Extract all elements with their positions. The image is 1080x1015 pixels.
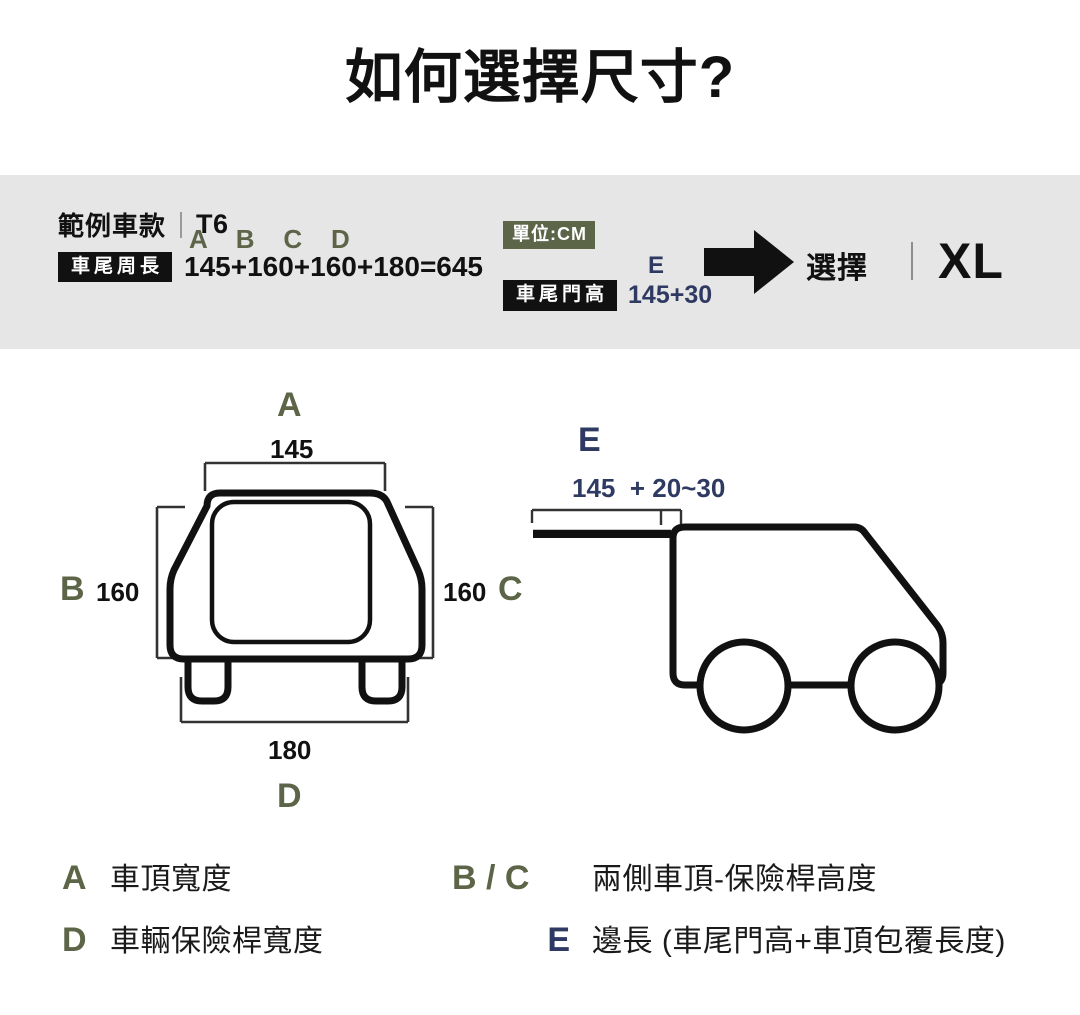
legend-text-d: 車輛保險桿寬度	[110, 925, 324, 958]
recommended-size: XL	[938, 233, 1004, 289]
dim-value-a: 145	[270, 434, 314, 464]
page-title: 如何選擇尺寸?	[344, 45, 736, 110]
legend-text-bc: 兩側車頂-保險桿高度	[592, 863, 877, 896]
tail-door-badge: 車尾門高	[503, 280, 618, 311]
legend-text-e: 邊長 (車尾門高+車頂包覆長度)	[592, 925, 1006, 958]
tail-door-letter: E	[648, 252, 665, 279]
van-rear-view-icon	[155, 461, 435, 724]
legend: A 車頂寬度 D 車輛保險桿寬度 B / C 兩側車頂-保險桿高度 E 邊長 (…	[0, 840, 1080, 980]
legend-key-a: A	[62, 859, 87, 897]
dim-value-c: 160	[443, 577, 487, 607]
dim-value-b: 160	[96, 577, 140, 607]
legend-key-d: D	[62, 921, 87, 959]
model-value: T6	[196, 209, 229, 239]
perimeter-block: A B C D 車尾周長 145+160+160+180=645	[58, 224, 483, 283]
perimeter-equation: 145+160+160+180=645	[184, 251, 484, 282]
dim-letter-d: D	[277, 777, 302, 815]
van-side-view-icon	[530, 508, 947, 734]
perimeter-letters: A B C D	[189, 224, 350, 254]
choose-label: 選擇	[806, 252, 868, 285]
dim-value-e: 145 + 20~30	[572, 473, 726, 503]
dim-letter-a: A	[277, 386, 302, 424]
tail-door-block: 車尾門高 E 145+30	[503, 252, 713, 311]
info-band: 範例車款 T6 A B C D 車尾周長 145+160+160+180=645…	[0, 175, 1080, 349]
legend-text-a: 車頂寬度	[110, 863, 232, 896]
unit-badge-wrap: 單位:CM	[503, 221, 595, 249]
dim-letter-e: E	[578, 421, 601, 459]
divider	[180, 211, 183, 238]
legend-key-bc: B / C	[452, 859, 530, 897]
legend-item-a: A 車頂寬度	[62, 854, 232, 898]
unit-badge: 單位:CM	[503, 221, 595, 249]
perimeter-badge: 車尾周長	[58, 251, 173, 283]
legend-key-e: E	[547, 921, 570, 959]
dim-letter-c: C	[498, 570, 523, 608]
choose-divider	[911, 242, 913, 280]
model-label: 範例車款	[58, 211, 167, 241]
dim-value-d: 180	[268, 735, 312, 765]
dim-letter-b: B	[60, 570, 85, 608]
legend-item-d: D 車輛保險桿寬度	[62, 916, 324, 960]
right-arrow-icon	[704, 230, 794, 294]
tail-door-value: 145+30	[628, 280, 713, 309]
model-row: 範例車款 T6	[58, 206, 229, 243]
legend-item-bc: B / C 兩側車頂-保險桿高度	[452, 854, 877, 898]
perimeter-row: 車尾周長 145+160+160+180=645	[58, 251, 483, 283]
diagram-area: A 145 B 160 160 C 180 D E 145 + 20~30	[0, 349, 1080, 829]
legend-item-e: E 邊長 (車尾門高+車頂包覆長度)	[452, 916, 1006, 960]
